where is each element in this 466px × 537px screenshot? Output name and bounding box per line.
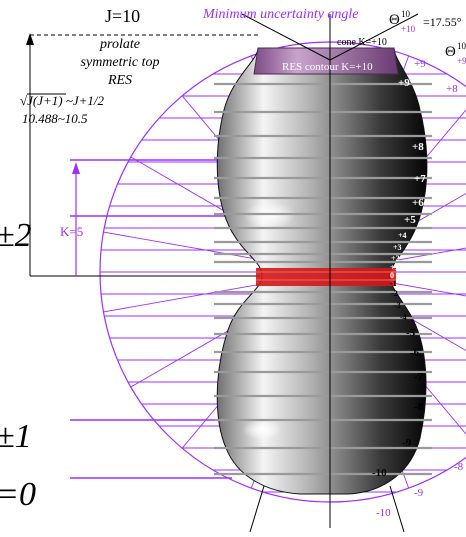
bottom-k-label-8: -8 <box>454 461 464 473</box>
j-arrow-head <box>26 33 34 45</box>
numeric-label: 10.488~10.5 <box>22 111 88 126</box>
k1-big-label: ±1 <box>0 418 32 455</box>
surface-k-labels: +9 +8 +7 +6 +5 +4 +3 +2+10-1-2 -3 -4 -5 -6 -7 -8 -9 -10 <box>372 77 426 479</box>
surface-k-label: +9 <box>398 77 410 89</box>
svg-text:Θ: Θ <box>389 12 400 28</box>
top-cone-line-left <box>241 13 331 61</box>
right-k-label-8: +8 <box>446 83 458 95</box>
surface-k-label: +6 <box>412 197 424 209</box>
theta-top-label: Θ 10 +10 =17.55° <box>389 9 462 34</box>
surface-k-label: +4 <box>398 231 407 240</box>
k-latitude-bands <box>214 82 432 476</box>
prolate-label: prolate <box>99 37 140 52</box>
svg-text:10: 10 <box>457 41 466 51</box>
svg-text:=17.55°: =17.55° <box>423 15 462 29</box>
surface-k-label: +2 <box>391 254 400 263</box>
min-uncertainty-label: Minimum uncertainty angle <box>202 7 359 22</box>
bottom-highlight <box>242 420 282 440</box>
svg-text:+9: +9 <box>457 56 466 66</box>
sqrt-label: √J(J+1) ~J+1/2 <box>20 93 105 108</box>
surface-k-label: -9 <box>402 437 412 449</box>
surface-k-label: +1 <box>390 263 399 272</box>
cone-cap <box>253 47 399 75</box>
surface-k-label: -4 <box>400 313 407 322</box>
surface-k-label: +8 <box>412 141 424 153</box>
res-label: RES <box>107 73 132 88</box>
equator-red-band <box>256 268 396 286</box>
symmetric-top-label: symmetric top <box>81 55 160 70</box>
bottom-k-label-10: -10 <box>376 507 391 519</box>
surface-k-label: +3 <box>393 243 402 252</box>
surface-k-label: -10 <box>372 467 387 479</box>
k2-big-label: ±2 <box>0 217 32 254</box>
svg-text:Θ: Θ <box>445 44 456 60</box>
theta-right-label: Θ 10 +9 <box>445 41 466 66</box>
surface-k-label: -7 <box>414 371 424 383</box>
surface-k-label: 0 <box>390 271 394 280</box>
svg-text:+10: +10 <box>401 24 416 34</box>
surface-k-label: -3 <box>394 301 401 310</box>
bottom-k-label-9: -9 <box>414 487 424 499</box>
surface-k-label: -6 <box>410 347 420 359</box>
top-cone-line-right <box>329 13 419 61</box>
k5-arrow-head <box>72 162 80 174</box>
cone-top-label: cone K=+10 <box>337 37 387 48</box>
surface-k-label: -2 <box>391 289 398 298</box>
svg-text:10: 10 <box>401 9 411 19</box>
j-label: J=10 <box>105 6 140 26</box>
k0-big-label: =0 <box>0 476 36 513</box>
surface-k-label: +7 <box>414 173 426 185</box>
res-contour-label: RES contour K=+10 <box>282 61 373 73</box>
surface-k-label: -1 <box>390 279 397 288</box>
bottom-cone-line-right <box>389 485 405 533</box>
k5-label: K=5 <box>60 224 83 239</box>
bottom-cone-line-left <box>249 485 265 533</box>
right-k-label-9: +9 <box>414 58 426 70</box>
surface-k-label: -5 <box>406 327 416 339</box>
surface-k-label: -8 <box>414 401 424 413</box>
surface-k-label: +5 <box>404 214 416 226</box>
